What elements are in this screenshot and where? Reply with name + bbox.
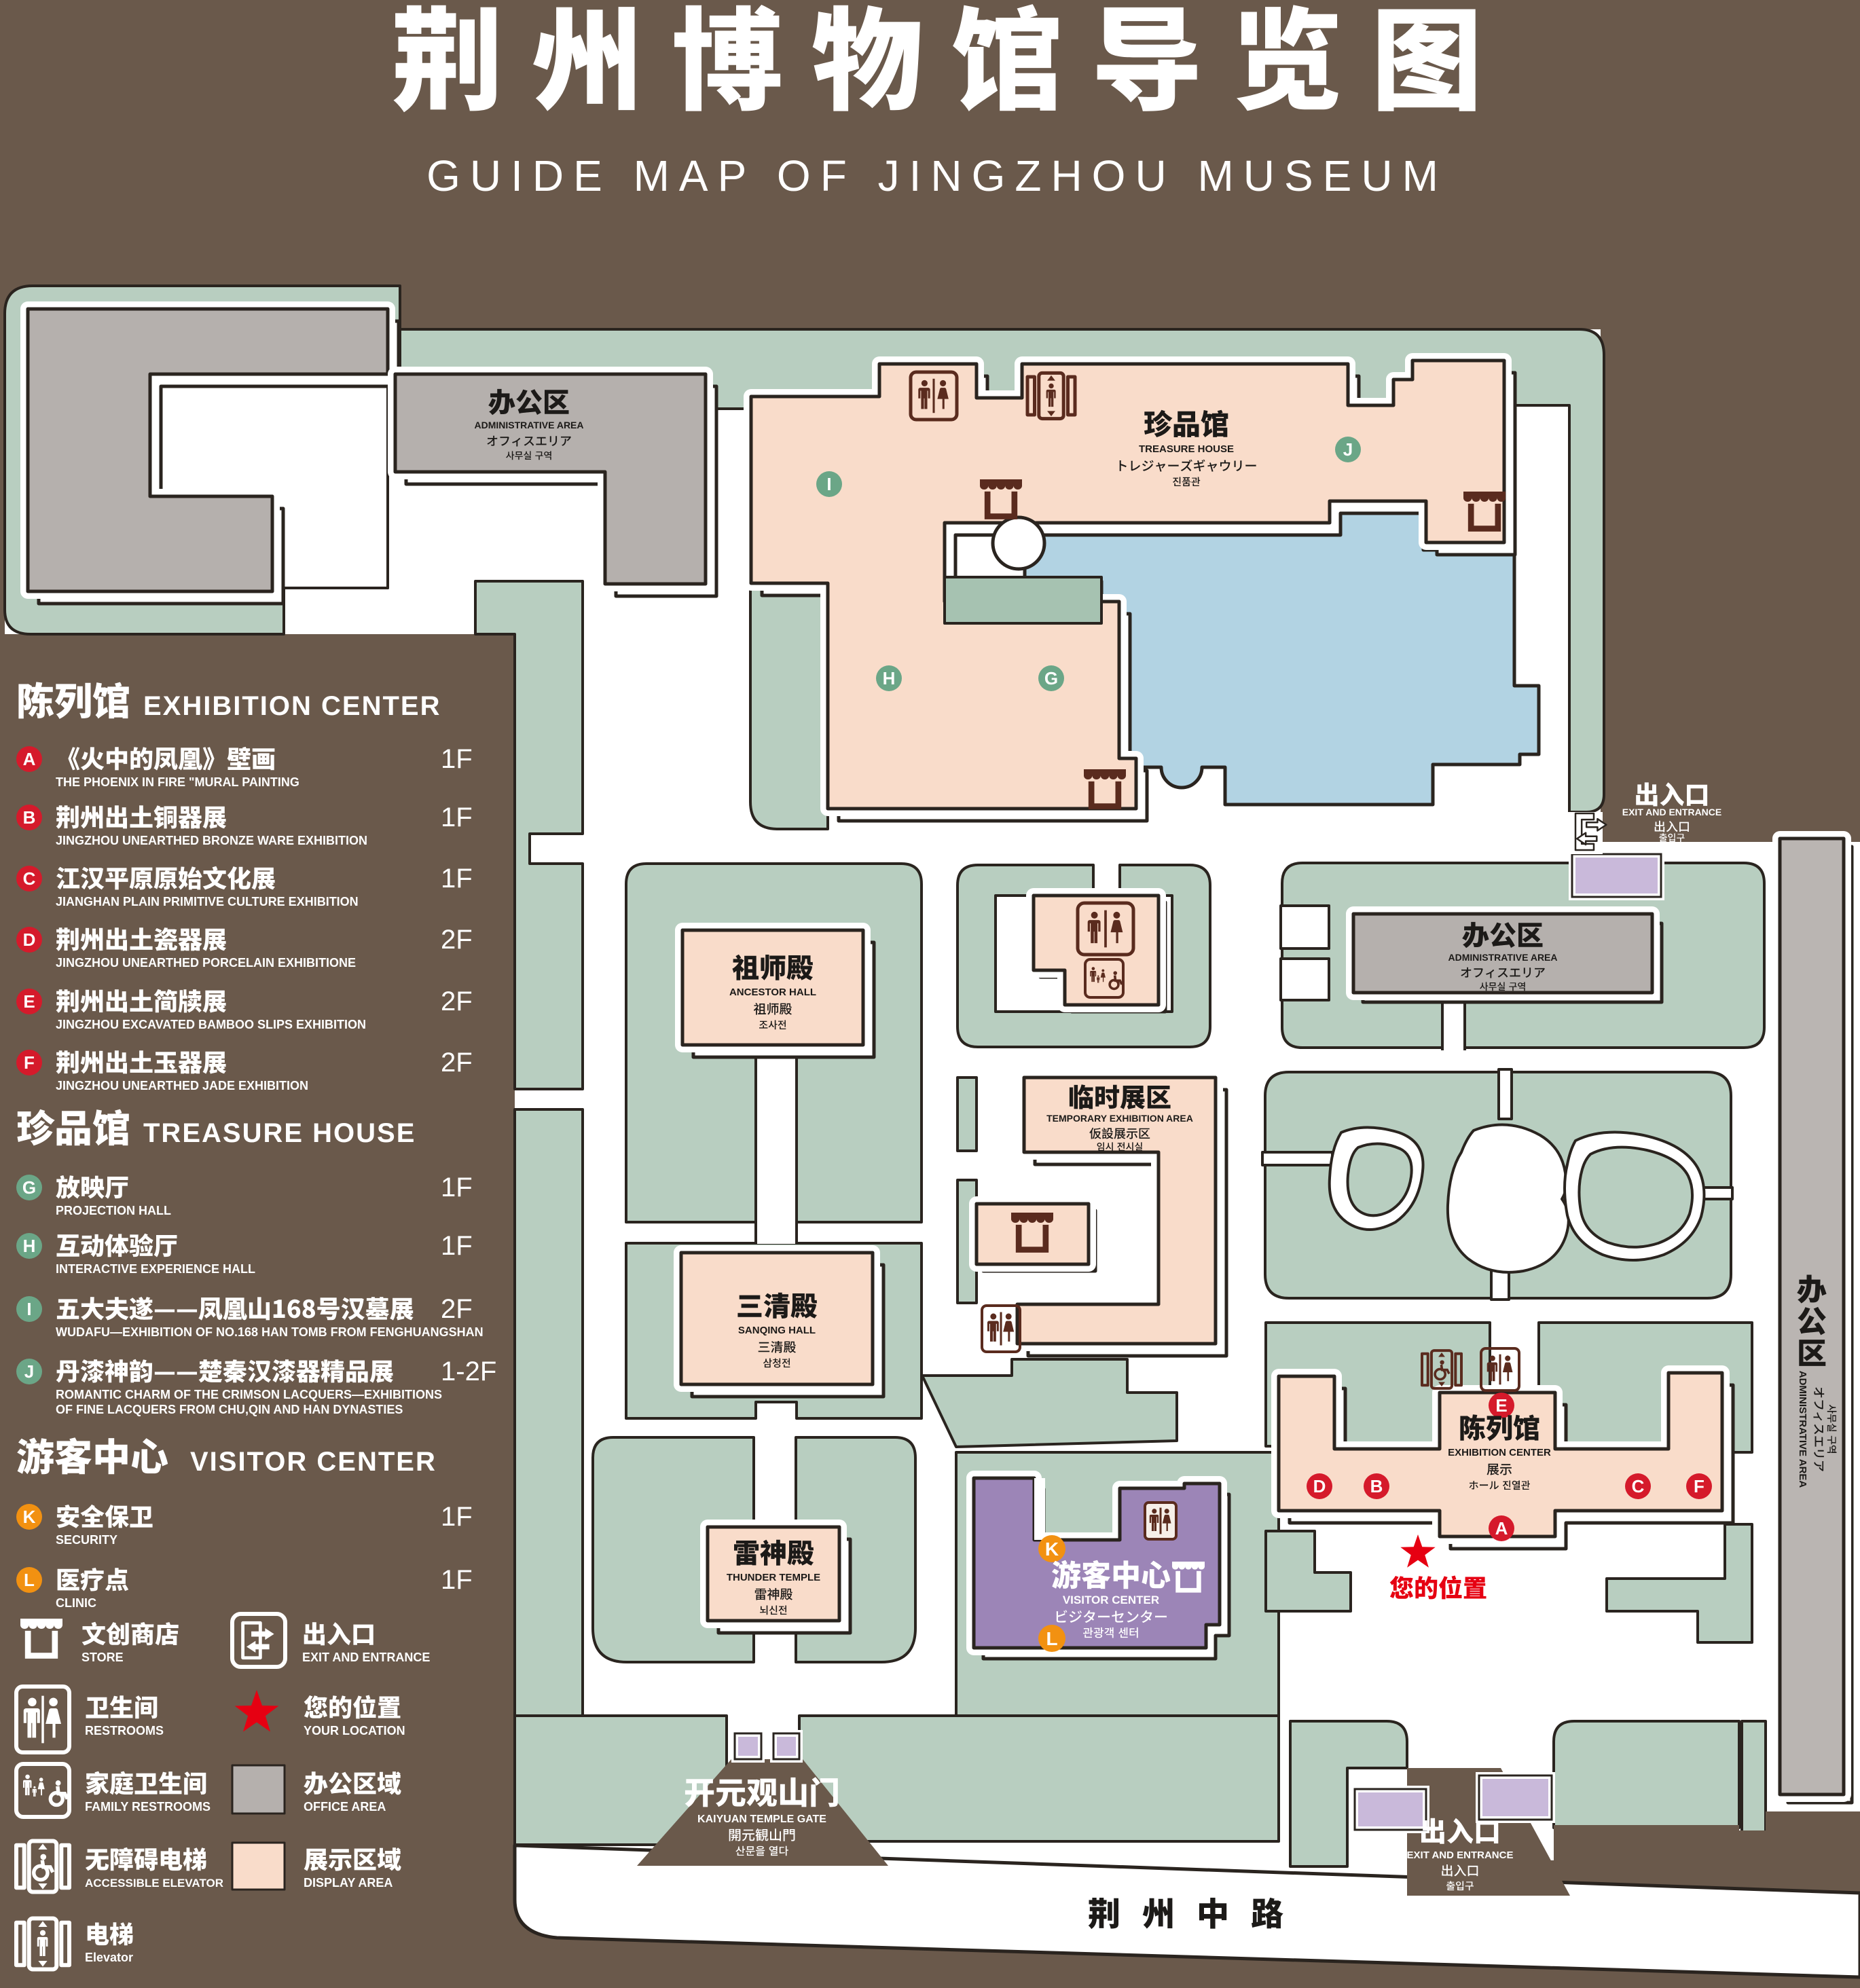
svg-text:L: L xyxy=(1046,1628,1057,1649)
svg-text:EXHIBITION CENTER: EXHIBITION CENTER xyxy=(143,691,441,721)
svg-text:F: F xyxy=(24,1052,35,1073)
svg-text:VISITOR CENTER: VISITOR CENTER xyxy=(1063,1594,1159,1606)
svg-text:2F: 2F xyxy=(441,1048,473,1078)
svg-text:JINGZHOU UNEARTHED JADE EXHIBI: JINGZHOU UNEARTHED JADE EXHIBITION xyxy=(56,1079,308,1092)
svg-text:STORE: STORE xyxy=(81,1651,124,1664)
svg-text:H: H xyxy=(883,668,896,688)
svg-text:E: E xyxy=(23,991,35,1012)
svg-text:OF FINE LACQUERS FROM CHU,QIN: OF FINE LACQUERS FROM CHU,QIN AND HAN DY… xyxy=(56,1403,403,1416)
svg-text:A: A xyxy=(23,749,36,769)
svg-text:WUDAFU—EXHIBITION OF NO.168 HA: WUDAFU—EXHIBITION OF NO.168 HAN TOMB FRO… xyxy=(56,1325,484,1339)
svg-text:CLINIC: CLINIC xyxy=(56,1596,96,1610)
svg-text:TEMPORARY EXHIBITION AREA: TEMPORARY EXHIBITION AREA xyxy=(1046,1113,1193,1124)
svg-text:JINGZHOU UNEARTHED PORCELAIN E: JINGZHOU UNEARTHED PORCELAIN EXHIBITIONE xyxy=(56,956,356,970)
svg-text:J: J xyxy=(24,1361,34,1382)
svg-text:1F: 1F xyxy=(441,864,473,894)
svg-text:2F: 2F xyxy=(441,1294,473,1324)
svg-text:1F: 1F xyxy=(441,1231,473,1261)
svg-text:YOUR LOCATION: YOUR LOCATION xyxy=(304,1724,405,1737)
svg-text:E: E xyxy=(1495,1395,1507,1416)
svg-text:F: F xyxy=(1694,1476,1704,1496)
svg-text:1-2F: 1-2F xyxy=(441,1357,496,1386)
svg-text:ACCESSIBLE ELEVATOR: ACCESSIBLE ELEVATOR xyxy=(85,1877,223,1890)
svg-text:GUIDE MAP OF JINGZHOU MUSEUM: GUIDE MAP OF JINGZHOU MUSEUM xyxy=(426,151,1448,200)
svg-text:2F: 2F xyxy=(441,987,473,1016)
svg-text:A: A xyxy=(1495,1518,1508,1539)
svg-text:D: D xyxy=(1313,1476,1326,1496)
svg-text:Elevator: Elevator xyxy=(85,1951,133,1964)
svg-text:EXIT AND ENTRANCE: EXIT AND ENTRANCE xyxy=(302,1651,430,1664)
svg-text:B: B xyxy=(1370,1476,1383,1496)
svg-text:INTERACTIVE EXPERIENCE HALL: INTERACTIVE EXPERIENCE HALL xyxy=(56,1262,255,1276)
svg-text:JINGZHOU UNEARTHED BRONZE WARE: JINGZHOU UNEARTHED BRONZE WARE EXHIBITIO… xyxy=(56,834,367,847)
svg-text:EXIT AND ENTRANCE: EXIT AND ENTRANCE xyxy=(1622,807,1722,817)
svg-text:ADMINISTRATIVE AREA: ADMINISTRATIVE AREA xyxy=(1448,952,1558,963)
svg-text:L: L xyxy=(24,1570,35,1590)
svg-text:VISITOR CENTER: VISITOR CENTER xyxy=(190,1447,437,1477)
svg-text:1F: 1F xyxy=(441,1173,473,1202)
svg-text:PROJECTION HALL: PROJECTION HALL xyxy=(56,1204,171,1217)
svg-text:1F: 1F xyxy=(441,1565,473,1595)
svg-text:G: G xyxy=(22,1177,36,1198)
svg-text:C: C xyxy=(23,868,36,889)
svg-text:EXIT AND ENTRANCE: EXIT AND ENTRANCE xyxy=(1407,1849,1514,1861)
svg-text:G: G xyxy=(1044,668,1058,688)
svg-text:SECURITY: SECURITY xyxy=(56,1533,117,1547)
svg-text:OFFICE AREA: OFFICE AREA xyxy=(304,1800,386,1814)
svg-text:B: B xyxy=(23,807,36,828)
svg-text:TREASURE HOUSE: TREASURE HOUSE xyxy=(143,1118,416,1148)
svg-text:SANQING HALL: SANQING HALL xyxy=(738,1325,816,1336)
svg-text:1F: 1F xyxy=(441,803,473,832)
svg-text:ADMINISTRATIVE AREA: ADMINISTRATIVE AREA xyxy=(475,420,584,430)
svg-text:RESTROOMS: RESTROOMS xyxy=(85,1724,164,1737)
svg-text:DISPLAY AREA: DISPLAY AREA xyxy=(304,1876,393,1890)
svg-text:EXHIBITION CENTER: EXHIBITION CENTER xyxy=(1448,1447,1551,1458)
svg-text:ANCESTOR HALL: ANCESTOR HALL xyxy=(729,987,816,998)
svg-text:D: D xyxy=(23,929,36,950)
svg-text:THE PHOENIX IN FIRE "MURAL PAI: THE PHOENIX IN FIRE "MURAL PAINTING xyxy=(56,775,299,789)
svg-text:H: H xyxy=(23,1236,36,1256)
svg-text:1F: 1F xyxy=(441,744,473,774)
svg-text:ADMINISTRATIVE AREA: ADMINISTRATIVE AREA xyxy=(1797,1371,1808,1488)
svg-text:I: I xyxy=(826,474,831,494)
svg-text:JIANGHAN PLAIN PRIMITIVE CULTU: JIANGHAN PLAIN PRIMITIVE CULTURE EXHIBIT… xyxy=(56,895,359,908)
svg-text:C: C xyxy=(1632,1476,1645,1496)
svg-text:K: K xyxy=(23,1507,36,1527)
svg-text:1F: 1F xyxy=(441,1502,473,1532)
svg-text:FAMILY RESTROOMS: FAMILY RESTROOMS xyxy=(85,1800,211,1814)
svg-text:2F: 2F xyxy=(441,925,473,955)
svg-text:TREASURE HOUSE: TREASURE HOUSE xyxy=(1139,443,1234,455)
svg-text:THUNDER TEMPLE: THUNDER TEMPLE xyxy=(727,1572,820,1583)
svg-text:I: I xyxy=(26,1299,31,1319)
svg-text:ROMANTIC CHARM OF THE CRIMSON: ROMANTIC CHARM OF THE CRIMSON LACQUERS—E… xyxy=(56,1388,442,1401)
svg-text:J: J xyxy=(1343,439,1353,460)
svg-text:KAIYUAN TEMPLE GATE: KAIYUAN TEMPLE GATE xyxy=(697,1814,826,1825)
svg-text:K: K xyxy=(1045,1539,1059,1560)
svg-text:JINGZHOU EXCAVATED BAMBOO SLIP: JINGZHOU EXCAVATED BAMBOO SLIPS EXHIBITI… xyxy=(56,1018,366,1031)
